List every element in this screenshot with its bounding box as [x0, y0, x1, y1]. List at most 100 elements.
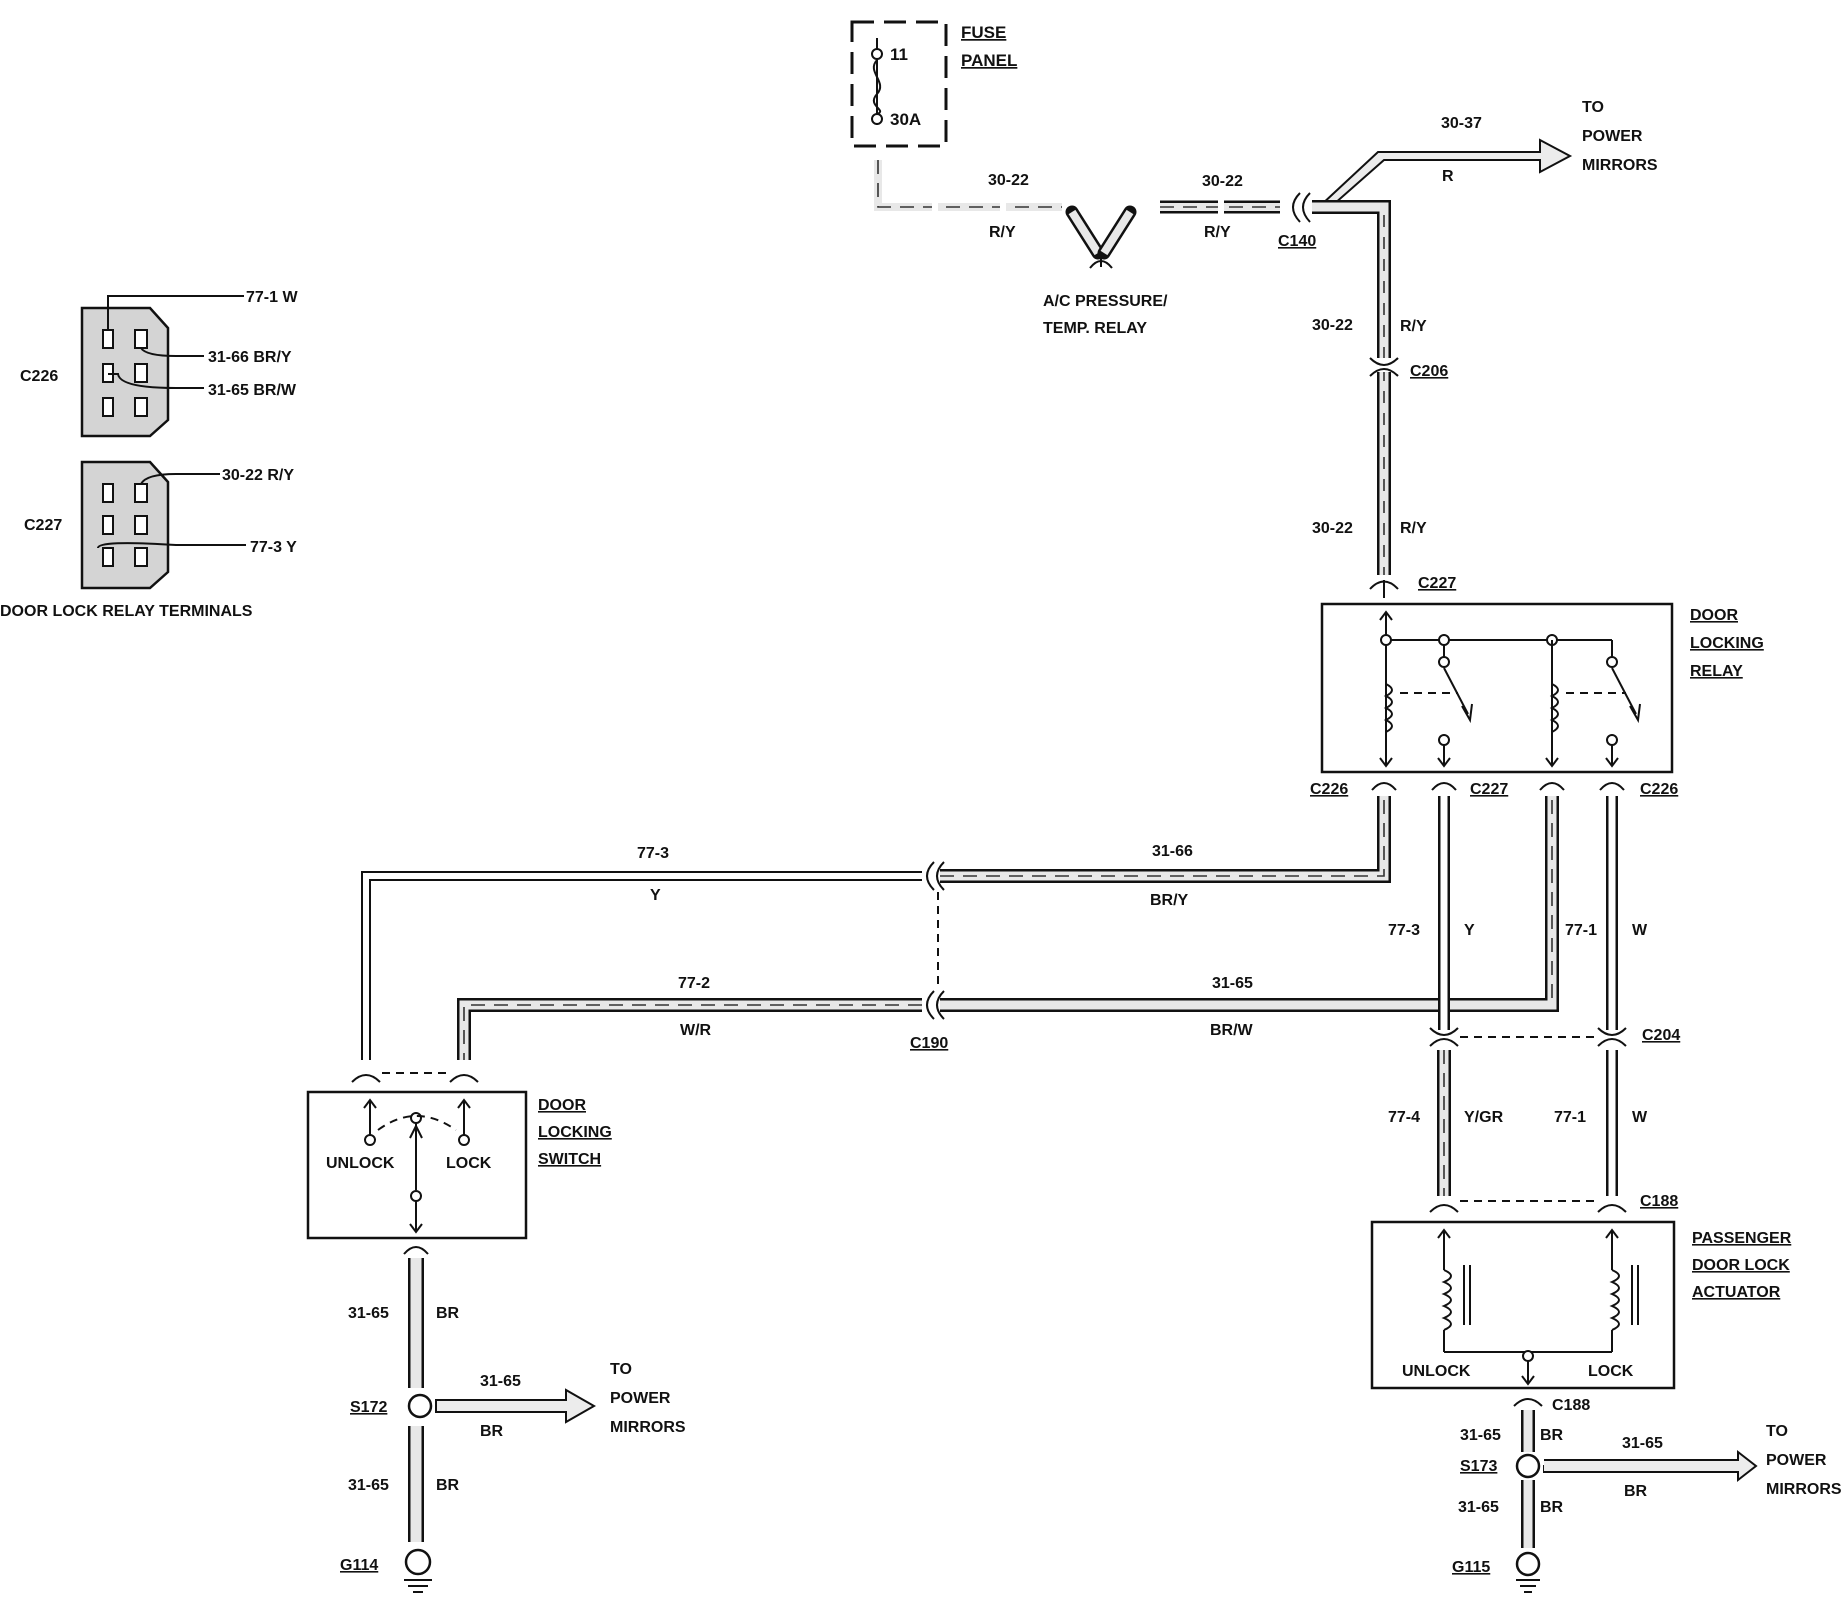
- actuator-coil-lock-icon: [1609, 1269, 1620, 1331]
- ground-g115-icon: [1515, 1551, 1541, 1577]
- fuse-panel-outline: [850, 20, 948, 148]
- ground-g114-icon: [404, 1548, 432, 1576]
- ac-relay-label-1: A/C PRESSURE/: [1043, 293, 1168, 310]
- wire-31-66: [940, 796, 1391, 883]
- top-wire-run: [874, 160, 1280, 269]
- left-mirror-to-3: MIRRORS: [610, 1419, 686, 1436]
- inset-terminal-t1: 77-1 W: [246, 289, 298, 306]
- top-mirror-to-1: TO: [1582, 99, 1604, 116]
- harness-lower-right-color: BR/W: [1210, 1022, 1254, 1039]
- right-mirror-to-2: POWER: [1766, 1452, 1827, 1469]
- left-w1-color: BR: [436, 1305, 460, 1322]
- wire-77-3-left: [361, 871, 922, 1060]
- connector-c190-lower: [926, 990, 945, 1020]
- harness-r2-color: W: [1632, 922, 1648, 939]
- fuse-terminal-bottom: [871, 113, 883, 125]
- actuator-title-3: ACTUATOR: [1692, 1284, 1781, 1301]
- vwire2-circuit: 30-22: [1312, 520, 1353, 537]
- harness-upper-right-color: BR/Y: [1150, 892, 1189, 909]
- relay-coil-1-icon: [1383, 683, 1393, 733]
- harness-upper-left-color: Y: [650, 887, 661, 904]
- right-mirror-circuit: 31-65: [1622, 1435, 1663, 1452]
- connector-c188-top-label: C188: [1640, 1193, 1678, 1210]
- inset-terminal-t5: 77-3 Y: [250, 539, 297, 556]
- top-wire2-color: R/Y: [1204, 224, 1231, 241]
- left-mirror-arrow-icon: [435, 1388, 597, 1424]
- left-ground-wire: [403, 1246, 597, 1593]
- connector-c206-label: C206: [1410, 363, 1448, 380]
- c226-terminal-block: [80, 306, 170, 438]
- left-mirror-circuit: 31-65: [480, 1373, 521, 1390]
- actuator-coil-unlock-icon: [1441, 1269, 1452, 1331]
- connector-c188-bottom-label: C188: [1552, 1397, 1590, 1414]
- inset-c227-label: C227: [24, 517, 62, 534]
- splice-s173-label: S173: [1460, 1458, 1497, 1475]
- top-mirror-to-2: POWER: [1582, 128, 1643, 145]
- switch-pivot-arrow-icon: [409, 1123, 423, 1139]
- ground-g114-label: G114: [340, 1557, 378, 1574]
- harness-r1-circuit: 77-3: [1388, 922, 1420, 939]
- relay-title-2: LOCKING: [1690, 635, 1764, 652]
- vwire2-color: R/Y: [1400, 520, 1427, 537]
- harness-r4-circuit: 77-1: [1554, 1109, 1586, 1126]
- harness-r4-color: W: [1632, 1109, 1648, 1126]
- harness-r3-color: Y/GR: [1464, 1109, 1504, 1126]
- actuator-box: [1370, 1220, 1676, 1390]
- connector-c188-bottom: [1513, 1398, 1543, 1407]
- switch-unlock-label: UNLOCK: [326, 1155, 395, 1172]
- relay-box: [1320, 602, 1674, 774]
- top-mirror-to-3: MIRRORS: [1582, 157, 1658, 174]
- actuator-lock-label: LOCK: [1588, 1363, 1634, 1380]
- left-mirror-to-2: POWER: [610, 1390, 671, 1407]
- top-mirror-circuit: 30-37: [1441, 115, 1482, 132]
- actuator-title-2: DOOR LOCK: [1692, 1257, 1790, 1274]
- inset-terminal-t2: 31-66 BR/Y: [208, 349, 292, 366]
- fuse-terminal-top: [871, 48, 883, 60]
- ground-g115-label: G115: [1452, 1559, 1490, 1576]
- right-mirror-to-3: MIRRORS: [1766, 1481, 1842, 1498]
- to-power-mirrors-arrow-top: [1318, 138, 1573, 214]
- ac-relay-label-2: TEMP. RELAY: [1043, 320, 1147, 337]
- right-mirror-to-1: TO: [1766, 1423, 1788, 1440]
- harness-r2-circuit: 77-1: [1565, 922, 1597, 939]
- inset-caption: DOOR LOCK RELAY TERMINALS: [0, 603, 253, 620]
- right-w1-color: BR: [1540, 1427, 1564, 1444]
- connector-c227-top: [1369, 580, 1399, 598]
- switch-title-1: DOOR: [538, 1097, 586, 1114]
- left-mirror-color: BR: [480, 1423, 504, 1440]
- fuse-panel-title-2: PANEL: [961, 51, 1017, 70]
- connector-c190-label: C190: [910, 1035, 948, 1052]
- door-locking-switch: [306, 1090, 528, 1240]
- right-w2-circuit: 31-65: [1458, 1499, 1499, 1516]
- fuse-element-icon: [872, 59, 882, 115]
- left-mirror-to-1: TO: [610, 1361, 632, 1378]
- right-w1-circuit: 31-65: [1460, 1427, 1501, 1444]
- harness-r1-color: Y: [1464, 922, 1475, 939]
- door-locking-switch-connectors: [351, 1072, 479, 1083]
- fuse-panel: 11 30A FUSE PANEL: [850, 20, 1017, 148]
- harness-upper-left-circuit: 77-3: [637, 845, 669, 862]
- connector-c227-mid-label: C227: [1470, 781, 1508, 798]
- left-w2-color: BR: [436, 1477, 460, 1494]
- connector-c188-top: [1429, 1200, 1627, 1213]
- vwire1-circuit: 30-22: [1312, 317, 1353, 334]
- top-wire1-circuit: 30-22: [988, 172, 1029, 189]
- switch-lock-label: LOCK: [446, 1155, 492, 1172]
- left-w1-circuit: 31-65: [348, 1305, 389, 1322]
- harness-upper-right-circuit: 31-66: [1152, 843, 1193, 860]
- vertical-wire-30-22: [1312, 200, 1394, 597]
- right-w2-color: BR: [1540, 1499, 1564, 1516]
- connector-c204: [1429, 1027, 1627, 1047]
- vwire1-color: R/Y: [1400, 318, 1427, 335]
- splice-s172-icon: [407, 1393, 433, 1419]
- switch-title-3: SWITCH: [538, 1151, 601, 1168]
- connector-c204-label: C204: [1642, 1027, 1680, 1044]
- harness-lower-right-circuit: 31-65: [1212, 975, 1253, 992]
- top-wire1-color: R/Y: [989, 224, 1016, 241]
- relay-bottom-connectors: [1371, 782, 1625, 791]
- relay-terminals-inset: [80, 295, 246, 590]
- relay-title-1: DOOR: [1690, 607, 1738, 624]
- top-wire2-circuit: 30-22: [1202, 173, 1243, 190]
- switch-title-2: LOCKING: [538, 1124, 612, 1141]
- c227-terminal-block: [80, 460, 170, 590]
